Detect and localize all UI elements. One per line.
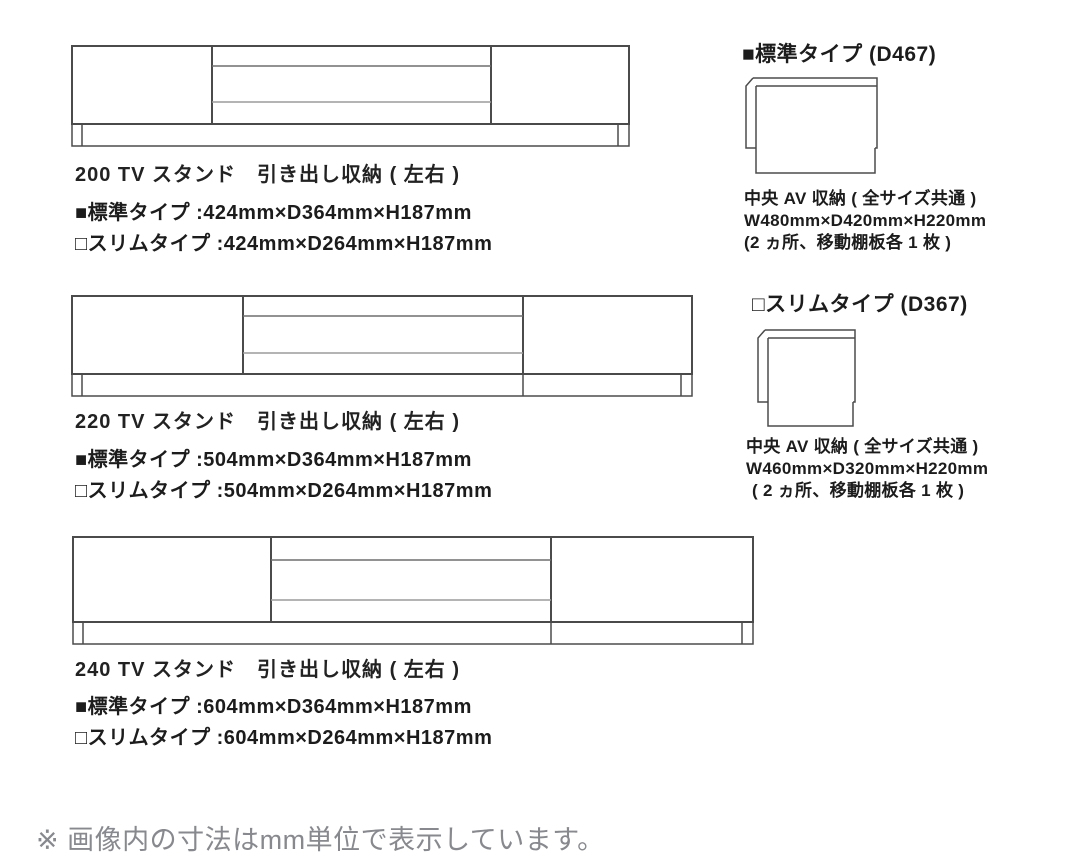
footer-unit-note: ※ 画像内の寸法はmm単位で表示しています。: [36, 825, 605, 855]
panel-slim-caption-line1: 中央 AV 収納 ( 全サイズ共通 ): [746, 437, 979, 456]
stand-220-slim-spec: □スリムタイプ :504mm×D264mm×H187mm: [75, 480, 493, 502]
panel-standard-caption-line3: (2 ヵ所、移動棚板各 1 枚 ): [744, 233, 952, 252]
stand-240-standard-spec: ■標準タイプ :604mm×D364mm×H187mm: [75, 696, 472, 718]
panel-standard-diagram: [745, 77, 878, 174]
panel-standard-caption-line2: W480mm×D420mm×H220mm: [744, 211, 987, 230]
stand-200-base: [71, 123, 630, 147]
stand-240-slim-spec: □スリムタイプ :604mm×D264mm×H187mm: [75, 727, 493, 749]
av-box-body-outline: [755, 86, 876, 174]
panel-slim-caption-line2: W460mm×D320mm×H220mm: [746, 459, 989, 478]
av-box-top-right-edge: [753, 77, 878, 149]
stand-200-diagram: [71, 45, 630, 147]
panel-standard-caption: 中央 AV 収納 ( 全サイズ共通 ) W480mm×D420mm×H220mm…: [744, 188, 986, 254]
av-box-top-right-edge: [765, 329, 856, 403]
panel-standard-caption-line1: 中央 AV 収納 ( 全サイズ共通 ): [744, 189, 977, 208]
av-box-left-side-panel: [757, 329, 768, 403]
stand-240-base: [72, 621, 754, 645]
panel-slim-caption: 中央 AV 収納 ( 全サイズ共通 ) W460mm×D320mm×H220mm…: [746, 436, 988, 502]
stand-200-label: 200 TV スタンド 引き出し収納 ( 左右 ): [75, 164, 461, 186]
stand-220-body: [71, 295, 693, 375]
av-box-body-outline: [767, 338, 854, 427]
stand-220-standard-spec: ■標準タイプ :504mm×D364mm×H187mm: [75, 449, 472, 471]
stand-240-diagram: [72, 536, 754, 645]
stand-220-base: [71, 373, 693, 397]
panel-slim-caption-line3: ( 2 ヵ所、移動棚板各 1 枚 ): [752, 481, 965, 500]
av-box-left-side-panel: [745, 77, 756, 149]
stand-200-standard-spec: ■標準タイプ :424mm×D364mm×H187mm: [75, 202, 472, 224]
stand-240-body: [72, 536, 754, 623]
panel-standard-title: ■標準タイプ (D467): [742, 43, 937, 66]
stand-220-label: 220 TV スタンド 引き出し収納 ( 左右 ): [75, 411, 461, 433]
stand-200-slim-spec: □スリムタイプ :424mm×D264mm×H187mm: [75, 233, 493, 255]
stand-220-diagram: [71, 295, 693, 397]
panel-slim-title: □スリムタイプ (D367): [752, 293, 968, 316]
stand-240-label: 240 TV スタンド 引き出し収納 ( 左右 ): [75, 659, 461, 681]
panel-slim-diagram: [757, 329, 856, 427]
stand-200-body: [71, 45, 630, 125]
